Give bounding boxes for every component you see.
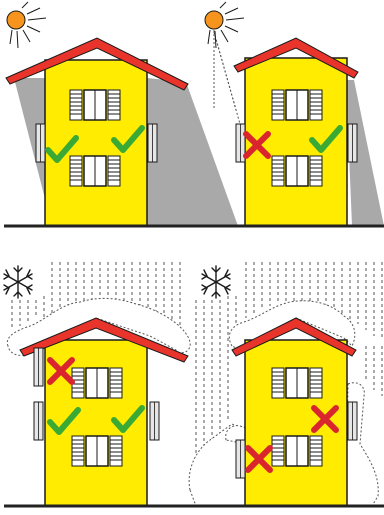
side-panel-upper-left [34, 348, 43, 386]
window-lower [70, 156, 120, 186]
window-upper [70, 90, 120, 120]
window-lower [72, 436, 122, 466]
side-panel-right [148, 124, 157, 162]
side-panel-right [348, 402, 357, 440]
sun-ray-lines [214, 30, 240, 124]
panel-sun-right [205, 2, 384, 226]
side-panel-right [150, 402, 159, 440]
snowflake-icon [202, 266, 230, 298]
window-upper [272, 368, 322, 398]
window-lower [272, 436, 322, 466]
sun-icon [7, 2, 46, 48]
panel-snow-right [189, 262, 382, 506]
window-upper [72, 368, 122, 398]
panel-snow-left [4, 262, 190, 506]
side-panel-left [34, 402, 43, 440]
side-panel-left [236, 440, 245, 478]
window-upper [272, 90, 322, 120]
side-panel-left [36, 124, 45, 162]
side-panel-right [348, 124, 357, 162]
window-lower [272, 156, 322, 186]
panel-sun-left [6, 2, 238, 226]
snowflake-icon [4, 266, 32, 298]
snow-drift-right [346, 383, 378, 506]
shadow-area [147, 78, 238, 226]
sun-icon [205, 2, 244, 48]
